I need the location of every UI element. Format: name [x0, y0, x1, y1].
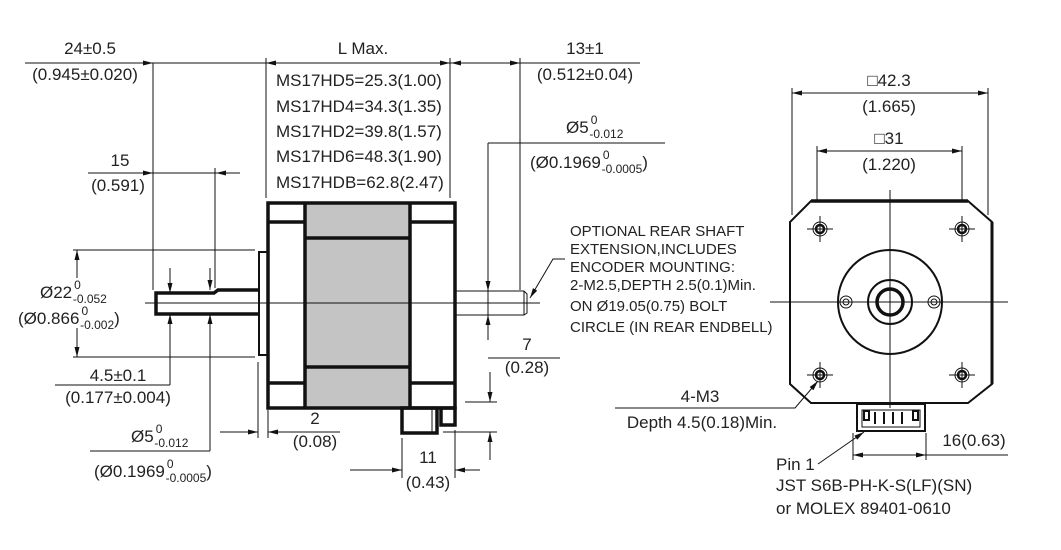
rear-note-line: EXTENSION,INCLUDES	[570, 241, 737, 258]
dim-flat-depth: 4.5±0.1	[90, 366, 147, 385]
dim-rear-shaft: 13±1	[566, 39, 604, 58]
dim-overall-front-inch: (0.945±0.020)	[32, 65, 138, 84]
encoder-hole	[927, 295, 941, 309]
dim-connector-offset: 16(0.63)	[942, 431, 1005, 450]
rear-note-line: ENCODER MOUNTING:	[570, 259, 735, 276]
rear-note-line: 2-M2.5,DEPTH 2.5(0.1)Min.	[570, 277, 756, 294]
mount-hole	[949, 362, 975, 388]
dim-connector-height-inch: (0.28)	[505, 358, 549, 377]
mount-holes	[807, 216, 975, 388]
rear-note-line: ON Ø19.05(0.75) BOLT	[570, 298, 727, 315]
mount-hole-spec: 4-M3	[681, 387, 720, 406]
side-view-motor	[145, 201, 540, 435]
length-row: MS17HDB=62.8(2.47)	[276, 173, 444, 192]
front-body-outline	[789, 200, 993, 404]
front-connector	[856, 403, 926, 432]
length-row: MS17HD2=39.8(1.57)	[276, 122, 442, 141]
stator-body	[305, 203, 410, 408]
mount-hole-depth: Depth 4.5(0.18)Min.	[627, 413, 777, 432]
mount-hole	[807, 216, 833, 242]
dim-rear-shaft-inch: (0.512±0.04)	[537, 65, 633, 84]
rear-note-line: OPTIONAL REAR SHAFT	[570, 223, 744, 240]
dim-connector-width: 11	[419, 448, 437, 467]
dim-hole-spacing: □31	[874, 129, 903, 148]
motor-body-outline	[266, 201, 457, 410]
side-connector	[400, 406, 439, 435]
rear-note-line: CIRCLE (IN REAR ENDBELL)	[570, 319, 773, 336]
mount-hole	[807, 362, 833, 388]
dim-flat-depth-inch: (0.177±0.004)	[65, 388, 171, 407]
dim-body-size: □42.3	[867, 71, 910, 90]
side-view-dimensions: 24±0.5 (0.945±0.020) L Max. MS17HD5=25.3…	[18, 39, 773, 492]
dim-hole-spacing-inch: (1.220)	[862, 155, 916, 174]
length-row: MS17HD5=25.3(1.00)	[276, 71, 442, 90]
length-row: MS17HD4=34.3(1.35)	[276, 97, 442, 116]
encoder-hole	[839, 295, 853, 309]
dim-pilot-height-inch: (0.08)	[293, 432, 337, 451]
connector-part-number: JST S6B-PH-K-S(LF)(SN)	[776, 476, 972, 495]
dim-connector-width-inch: (0.43)	[406, 473, 450, 492]
front-view-dimensions: □42.3 (1.665) □31 (1.220) 4-M3 Depth 4.5…	[615, 71, 1008, 518]
front-shaft	[154, 288, 258, 316]
length-header: L Max.	[338, 39, 388, 58]
pin1-label: Pin 1	[776, 455, 815, 474]
dim-body-size-inch: (1.665)	[862, 97, 916, 116]
shaft-circle	[875, 287, 905, 317]
dim-flat-length-inch: (0.591)	[91, 176, 145, 195]
mount-hole	[949, 216, 975, 242]
dim-flat-length: 15	[111, 151, 130, 170]
dim-pilot-height: 2	[310, 409, 319, 428]
pilot-circle	[837, 249, 943, 355]
connector-alt-part-number: or MOLEX 89401-0610	[776, 499, 951, 518]
front-view-motor	[770, 190, 1008, 432]
length-row: MS17HD6=48.3(1.90)	[276, 147, 442, 166]
dim-overall-front: 24±0.5	[64, 39, 116, 58]
dim-connector-height: 7	[522, 335, 531, 354]
